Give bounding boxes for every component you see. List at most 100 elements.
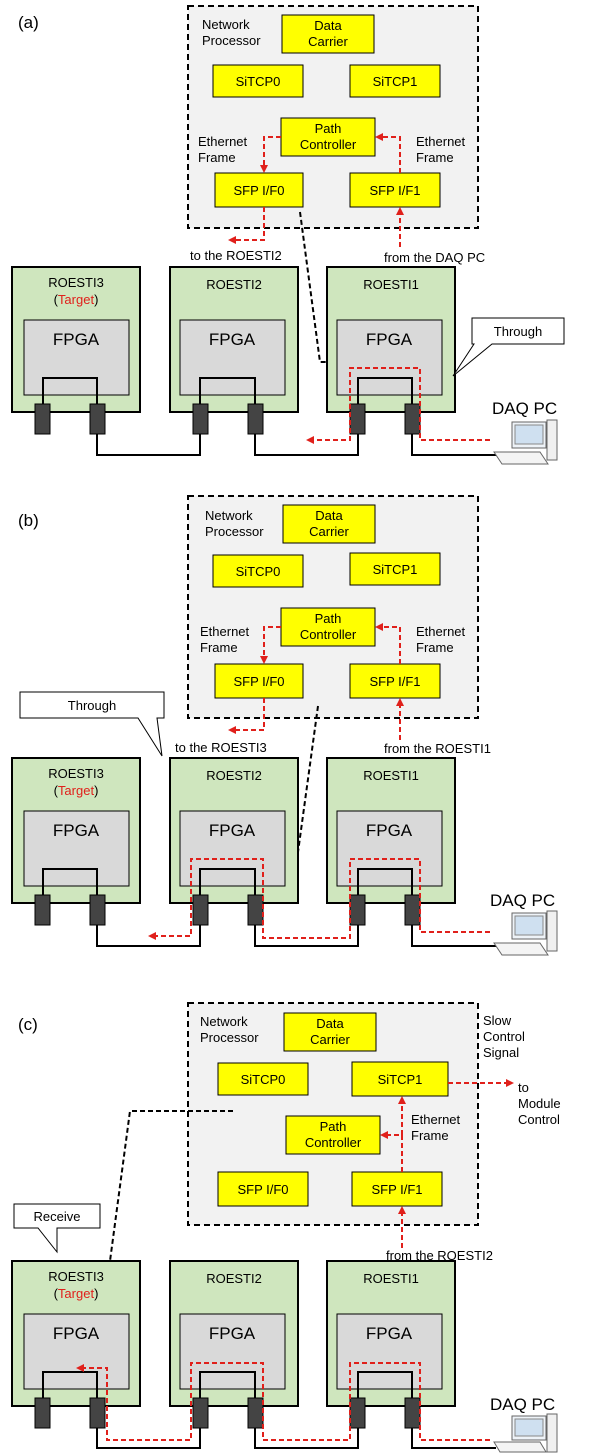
np-internal-path [228,623,404,740]
board-roesti3: ROESTI3 (Target) FPGA [11,757,141,926]
target-label: (Target) [54,292,99,307]
board-name: ROESTI2 [206,277,262,292]
data-carrier-block [283,1012,377,1052]
target-label: (Target) [54,1286,99,1301]
sitcp1-label: SiTCP1 [373,74,418,89]
np-internal-path [228,133,404,247]
path-controller-line1: Path [320,1119,347,1134]
sitcp0-label: SiTCP0 [236,564,281,579]
sfp1-label: SFP I/F1 [371,1182,422,1197]
eth-right-line2: Frame [411,1128,449,1143]
sfp0-block [214,663,304,699]
module-control-line3: Control [518,1112,560,1127]
sitcp1-block [351,1061,449,1097]
sfp-port [349,1397,366,1429]
sfp-port [34,894,51,926]
fpga-label: FPGA [366,821,413,840]
sfp1-block [349,663,441,699]
data-carrier-block [282,504,376,544]
np-title-line1: Network [205,508,253,523]
board-name: ROESTI1 [363,277,419,292]
path-controller-block [285,1115,381,1155]
eth-left-line2: Frame [200,640,238,655]
sfp-port [192,403,209,435]
panel-label: (b) [18,511,39,530]
path-controller-line2: Controller [300,137,357,152]
sfp-port [192,894,209,926]
eth-left-line2: Frame [198,150,236,165]
panel-a: (a) Network Processor Data Carrier SiTCP… [11,5,565,465]
sfp1-block [351,1171,443,1207]
board-roesti2: ROESTI2 FPGA [169,266,299,435]
sitcp1-label: SiTCP1 [373,562,418,577]
callout-bubble [13,1203,101,1254]
slow-control-line2: Control [483,1029,525,1044]
path-controller-block [280,607,376,647]
board-name: ROESTI3 [48,275,104,290]
panel-label: (a) [18,13,39,32]
sfp-port [247,1397,264,1429]
computer-icon [493,910,558,956]
sitcp1-label: SiTCP1 [378,1072,423,1087]
panel-b: (b) Network Processor Data Carrier SiTCP… [11,495,558,956]
np-title-line2: Processor [200,1030,259,1045]
daq-pc-label: DAQ PC [490,891,555,910]
sitcp0-block [217,1062,309,1096]
slow-control-line3: Signal [483,1045,519,1060]
sfp-port [247,403,264,435]
out-label: to the ROESTI3 [175,740,267,755]
callout-text: Through [68,698,116,713]
data-carrier-line2: Carrier [310,1032,350,1047]
sfp-port [89,894,106,926]
computer-icon [493,1413,558,1453]
board-name: ROESTI3 [48,1269,104,1284]
data-carrier-line2: Carrier [309,524,349,539]
board-roesti2: ROESTI2 FPGA [169,757,299,926]
path-controller-line2: Controller [305,1135,362,1150]
data-carrier-line1: Data [314,18,342,33]
daq-pc-label: DAQ PC [492,399,557,418]
sfp-port [192,1397,209,1429]
sitcp0-block [212,554,304,588]
sitcp1-block [349,552,441,586]
board-roesti3: ROESTI3 (Target) FPGA [11,266,141,435]
callout-text: Receive [34,1209,81,1224]
fpga-label: FPGA [209,1324,256,1343]
eth-left-line1: Ethernet [200,624,250,639]
sfp1-label: SFP I/F1 [369,183,420,198]
panel-c: (c) Network Processor Data Carrier SiTCP… [11,1002,561,1453]
path-controller-line1: Path [315,121,342,136]
sfp0-block [214,172,304,208]
board-name: ROESTI2 [206,768,262,783]
board-name: ROESTI1 [363,768,419,783]
sfp-port [349,894,366,926]
data-carrier-line1: Data [316,1016,344,1031]
module-control-line1: to [518,1080,529,1095]
sfp-port [404,403,421,435]
board-roesti3: ROESTI3 (Target) FPGA [11,1260,141,1429]
sfp0-block [217,1171,309,1207]
zoom-link [299,211,357,363]
sfp1-label: SFP I/F1 [369,674,420,689]
sfp-port [34,1397,51,1429]
callout-bubble [452,317,565,377]
sitcp0-label: SiTCP0 [236,74,281,89]
board-roesti1: ROESTI1 FPGA [326,757,456,926]
np-title-line2: Processor [202,33,261,48]
eth-right-line1: Ethernet [416,624,466,639]
cables [96,1428,496,1449]
in-label: from the ROESTI2 [386,1248,493,1263]
sfp-port [404,1397,421,1429]
sfp0-label: SFP I/F0 [237,1182,288,1197]
data-carrier-block [281,14,375,54]
sitcp1-block [349,64,441,98]
eth-right-line1: Ethernet [416,134,466,149]
signal-path [306,367,490,444]
sfp-port [89,1397,106,1429]
signal-path [76,1362,490,1441]
daq-pc-label: DAQ PC [490,1395,555,1414]
panel-label: (c) [18,1015,38,1034]
module-control-line2: Module [518,1096,561,1111]
board-roesti1: ROESTI1 FPGA [326,1260,456,1429]
fpga-label: FPGA [53,1324,100,1343]
